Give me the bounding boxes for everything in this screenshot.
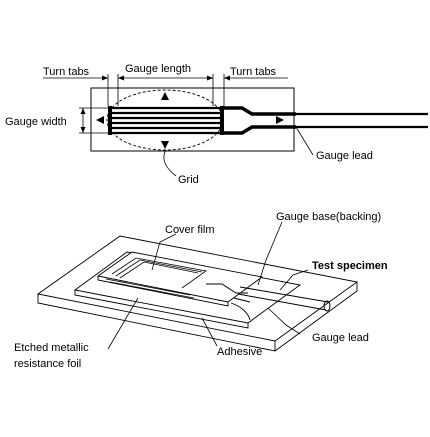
gauge-plan-view (43, 74, 428, 177)
gauge-lead-wire-iso-lower (233, 297, 251, 303)
gauge-grid (111, 106, 221, 135)
lead-junction (206, 283, 248, 294)
gauge-lead-wire-end (323, 300, 331, 312)
dimension-lines-top (43, 74, 288, 106)
lead-tab-upper (224, 106, 296, 116)
label-grid: Grid (178, 174, 199, 186)
gauge-base-front (74, 290, 249, 329)
leader-gauge-lead (295, 126, 314, 156)
foil-grid-iso (105, 257, 208, 299)
arrow-down (161, 141, 169, 149)
label-foil-line1: Etched metallic (14, 342, 89, 354)
gauge-isometric-view (36, 235, 359, 352)
turn-tab-left (108, 106, 112, 135)
label-test-specimen: Test specimen (312, 260, 388, 272)
arrow-right (276, 116, 284, 124)
gauge-backing-outline (90, 87, 295, 152)
adhesive-edge (230, 302, 251, 321)
gauge-lead-wire-iso-upper2 (237, 293, 327, 311)
gauge-lead-wire-iso-upper (239, 286, 329, 303)
arrow-up (161, 92, 169, 100)
label-adhesive: Adhesive (217, 346, 262, 358)
cover-film-front (97, 276, 229, 307)
test-specimen-side (274, 282, 358, 352)
leader-grid (163, 149, 177, 177)
label-turn-tabs-left: Turn tabs (43, 66, 90, 78)
label-gauge-lead-top: Gauge lead (316, 150, 373, 162)
arrow-left (96, 116, 104, 124)
label-gauge-width: Gauge width (5, 116, 67, 128)
label-gauge-base: Gauge base(backing) (276, 211, 381, 223)
label-foil-line2: resistance foil (14, 358, 81, 370)
label-turn-tabs-right: Turn tabs (230, 66, 277, 78)
label-cover-film: Cover film (165, 224, 215, 236)
dimension-gauge-width (79, 107, 108, 134)
test-specimen-front (37, 294, 276, 352)
lead-tab-lower (224, 125, 296, 135)
cover-film-top (96, 251, 264, 303)
turn-tab-right (220, 106, 224, 135)
label-gauge-lead-bottom: Gauge lead (312, 332, 369, 344)
label-gauge-length: Gauge length (125, 63, 191, 75)
leaders-bottom (107, 221, 309, 350)
